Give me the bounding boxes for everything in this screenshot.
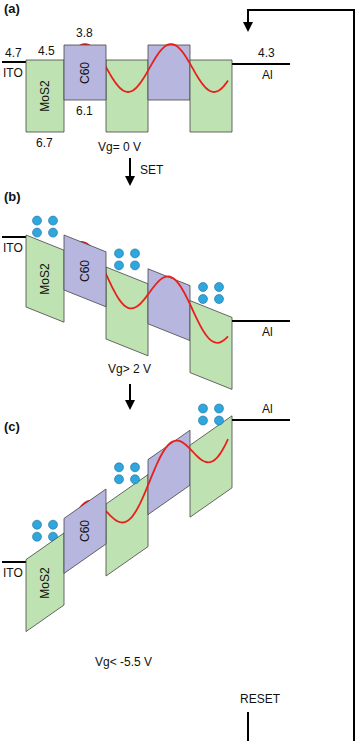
electrode-name: Al [262,325,273,339]
electrode-level [2,561,26,563]
electron-dot [199,283,208,292]
band-box [106,475,148,576]
electrode-name: Al [262,402,273,416]
step-name: SET [140,163,163,177]
energy-value: 3.8 [76,26,93,40]
energy-value: 4.7 [5,46,22,60]
electron-dot [215,295,224,304]
electrode-level [232,320,290,322]
band-outline [64,489,106,573]
c60-band: C60 [64,235,106,307]
arrow-head [125,400,135,410]
energy-value: 6.7 [36,136,53,150]
material-name: MoS2 [38,80,52,111]
step-arrow [129,384,131,402]
band-box [106,267,148,356]
electrode-level [2,61,26,63]
cycle-line [248,10,354,741]
energy-value: 4.5 [38,44,55,58]
electron-dot [33,216,42,225]
electron-dot [33,532,42,541]
electron-dot [49,216,58,225]
band-outline [26,60,64,132]
electrode-level [232,419,290,421]
band-outline [26,533,64,632]
electron-dot [115,249,124,258]
electron-dot [131,475,140,484]
electrode-name: ITO [3,66,23,80]
electrode-level [232,63,290,65]
material-name: C60 [78,260,92,282]
arrow-head [125,176,135,186]
electron-dot [115,261,124,270]
material-name: MoS2 [38,263,52,294]
electrode-name: ITO [3,241,23,255]
gate-voltage: Vg< -5.5 V [95,655,152,669]
electrode-level [2,236,26,238]
band-box [190,60,232,132]
band-box [190,416,232,517]
step-name: RESET [240,692,280,706]
panel-letter: (a) [4,2,20,16]
electrode-name: Al [262,68,273,82]
electron-dot [215,416,224,425]
mos2-band: MoS2 [26,533,64,632]
band-outline [64,45,106,100]
c60-band: C60 [64,489,106,573]
electron-dot [199,416,208,425]
electrode-name: ITO [3,566,23,580]
gate-voltage: Vg> 2 V [108,362,151,376]
material-name: MoS2 [38,567,52,598]
energy-value: 6.1 [76,104,93,118]
arrow-head [243,22,253,32]
electron-dot [49,228,58,237]
band-box [190,301,232,390]
electron-dot [115,463,124,472]
reset-line [247,712,249,741]
electron-dot [215,283,224,292]
electron-dot [131,261,140,270]
band-outline [26,235,64,322]
energy-value: 4.3 [258,46,275,60]
electron-dot [199,404,208,413]
band-box [148,269,190,341]
electron-dot [131,463,140,472]
mos2-band: MoS2 [26,60,64,132]
panel-letter: (c) [4,420,20,434]
electron-dot [215,404,224,413]
electron-dot [199,295,208,304]
electron-dot [131,249,140,258]
mos2-band: MoS2 [26,235,64,322]
electron-dot [33,520,42,529]
panel-letter: (b) [4,190,21,204]
material-name: C60 [78,520,92,542]
electron-dot [115,475,124,484]
band-outline [64,235,106,307]
gate-voltage: Vg= 0 V [98,140,141,154]
band-box [106,60,148,132]
electron-dot [49,520,58,529]
set-arrow [129,158,131,178]
electron-dot [33,228,42,237]
c60-band: C60 [64,45,106,100]
material-name: C60 [78,61,92,83]
